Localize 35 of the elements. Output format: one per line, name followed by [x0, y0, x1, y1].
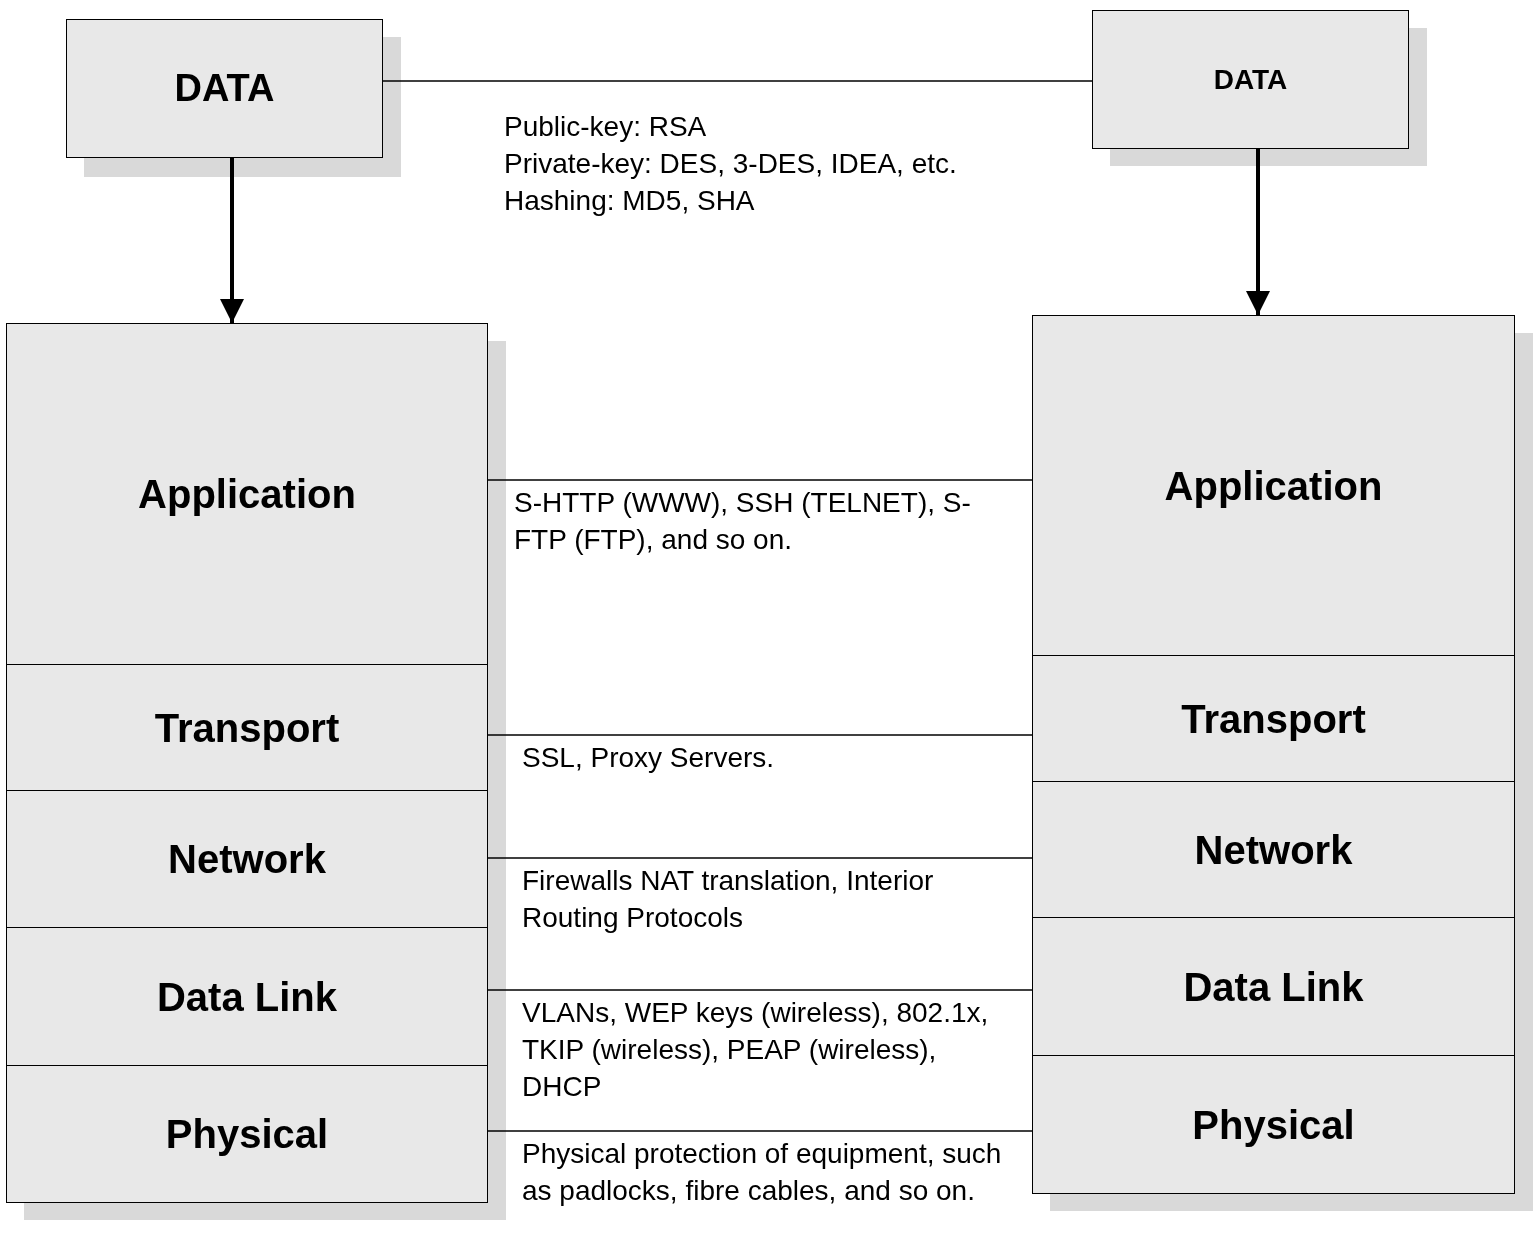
box-title: Data Link	[156, 973, 337, 1021]
layer-box	[6, 323, 488, 665]
layer-box	[6, 1065, 488, 1203]
arrow	[1246, 148, 1270, 315]
box-title: DATA	[174, 65, 275, 111]
connector-line	[487, 479, 1033, 481]
connector-line	[382, 80, 1093, 82]
connector-line	[487, 857, 1033, 859]
algorithm-note: Public-key: RSA	[504, 110, 707, 144]
box-title: Application	[138, 471, 356, 518]
connector-line	[487, 989, 1033, 991]
layer-box	[1032, 917, 1515, 1056]
layer-box	[1032, 655, 1515, 782]
layer-box	[6, 664, 488, 791]
layer-box	[1032, 781, 1515, 918]
arrow	[220, 157, 244, 323]
algorithm-note: Private-key: DES, 3-DES, IDEA, etc.	[504, 147, 957, 181]
box-title: Transport	[1181, 695, 1366, 743]
layer-box	[6, 927, 488, 1066]
box-title: Physical	[165, 1111, 329, 1158]
connector-line	[487, 734, 1033, 736]
box-title: Network	[1194, 826, 1353, 874]
box-title: Transport	[154, 704, 340, 752]
box-title: Application	[1164, 462, 1383, 510]
box-title: Data Link	[1183, 963, 1364, 1011]
box-title: DATA	[1213, 63, 1288, 97]
box-title: Network	[168, 836, 326, 883]
layer-box	[1032, 1055, 1515, 1194]
layer-box	[66, 19, 383, 158]
layer-box	[6, 790, 488, 928]
algorithm-note: Hashing: MD5, SHA	[504, 184, 755, 218]
layer-box	[1092, 10, 1409, 149]
box-title: Physical	[1192, 1101, 1355, 1149]
connector-line	[487, 1130, 1033, 1132]
layer-box	[1032, 315, 1515, 656]
